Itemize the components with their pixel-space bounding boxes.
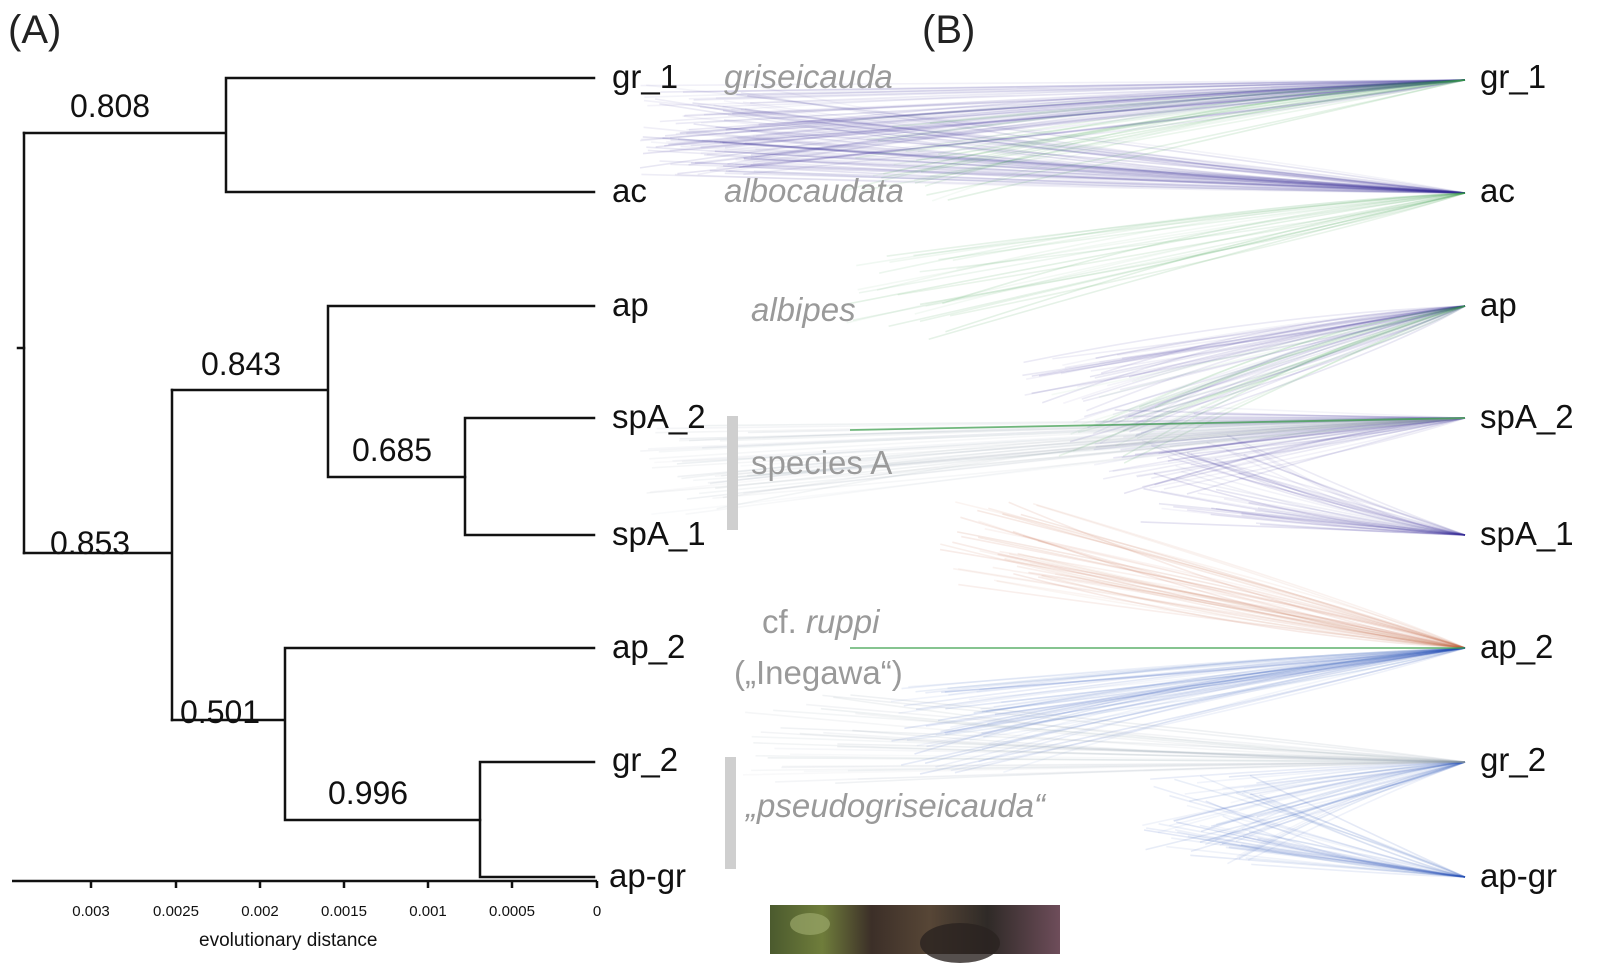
specimen-photo [770,905,1060,954]
species-albocaudata: albocaudata [724,174,904,207]
tip-b-ac: ac [1480,174,1515,207]
species-inegawa: („Inegawa“) [734,656,903,689]
axis-tick-label: 0.0005 [489,903,535,920]
tip-b-spa1: spA_1 [1480,517,1574,550]
species-a-label: species A [751,446,892,479]
tip-b-spa2: spA_2 [1480,400,1574,433]
tip-b-gr1: gr_1 [1480,60,1546,93]
species-ruppi-line: cf. ruppi [762,605,879,638]
species-griseicauda: griseicauda [724,60,893,93]
tip-a-spa1: spA_1 [612,517,706,550]
tip-a-gr2: gr_2 [612,743,678,776]
axis-tick-label: 0.003 [72,903,110,920]
tip-b-apgr: ap-gr [1480,859,1557,892]
tip-b-ap2: ap_2 [1480,630,1553,663]
support-gr1-ac: 0.808 [70,90,150,122]
species-pseudogriseicauda: „pseudogriseicauda“ [746,789,1045,822]
species-cf: cf. [762,603,797,640]
species-ruppi: ruppi [806,603,879,640]
tip-b-ap: ap [1480,288,1517,321]
tip-a-apgr: ap-gr [609,859,686,892]
support-ap2-gr: 0.501 [180,696,260,728]
tip-a-spa2: spA_2 [612,400,706,433]
axis-title: evolutionary distance [199,930,378,952]
branch-gr2-apgr [480,762,594,877]
branch-spa [465,418,594,535]
axis-tick-label: 0.001 [409,903,447,920]
species-a-bar [727,416,738,530]
pseudogriseicauda-bar [725,757,736,869]
support-ap-spa: 0.843 [201,348,281,380]
support-spa: 0.685 [352,434,432,466]
axis-tick-label: 0.002 [241,903,279,920]
support-lower-clade: 0.853 [50,527,130,559]
axis-tick-label: 0.0025 [153,903,199,920]
species-albipes: albipes [751,293,856,326]
tip-a-ap: ap [612,288,649,321]
tip-a-ap2: ap_2 [612,630,685,663]
support-gr2-apgr: 0.996 [328,777,408,809]
tip-a-ac: ac [612,174,647,207]
axis-tick-label: 0 [593,903,601,920]
tip-b-gr2: gr_2 [1480,743,1546,776]
tip-a-gr1: gr_1 [612,60,678,93]
axis-tick-label: 0.0015 [321,903,367,920]
